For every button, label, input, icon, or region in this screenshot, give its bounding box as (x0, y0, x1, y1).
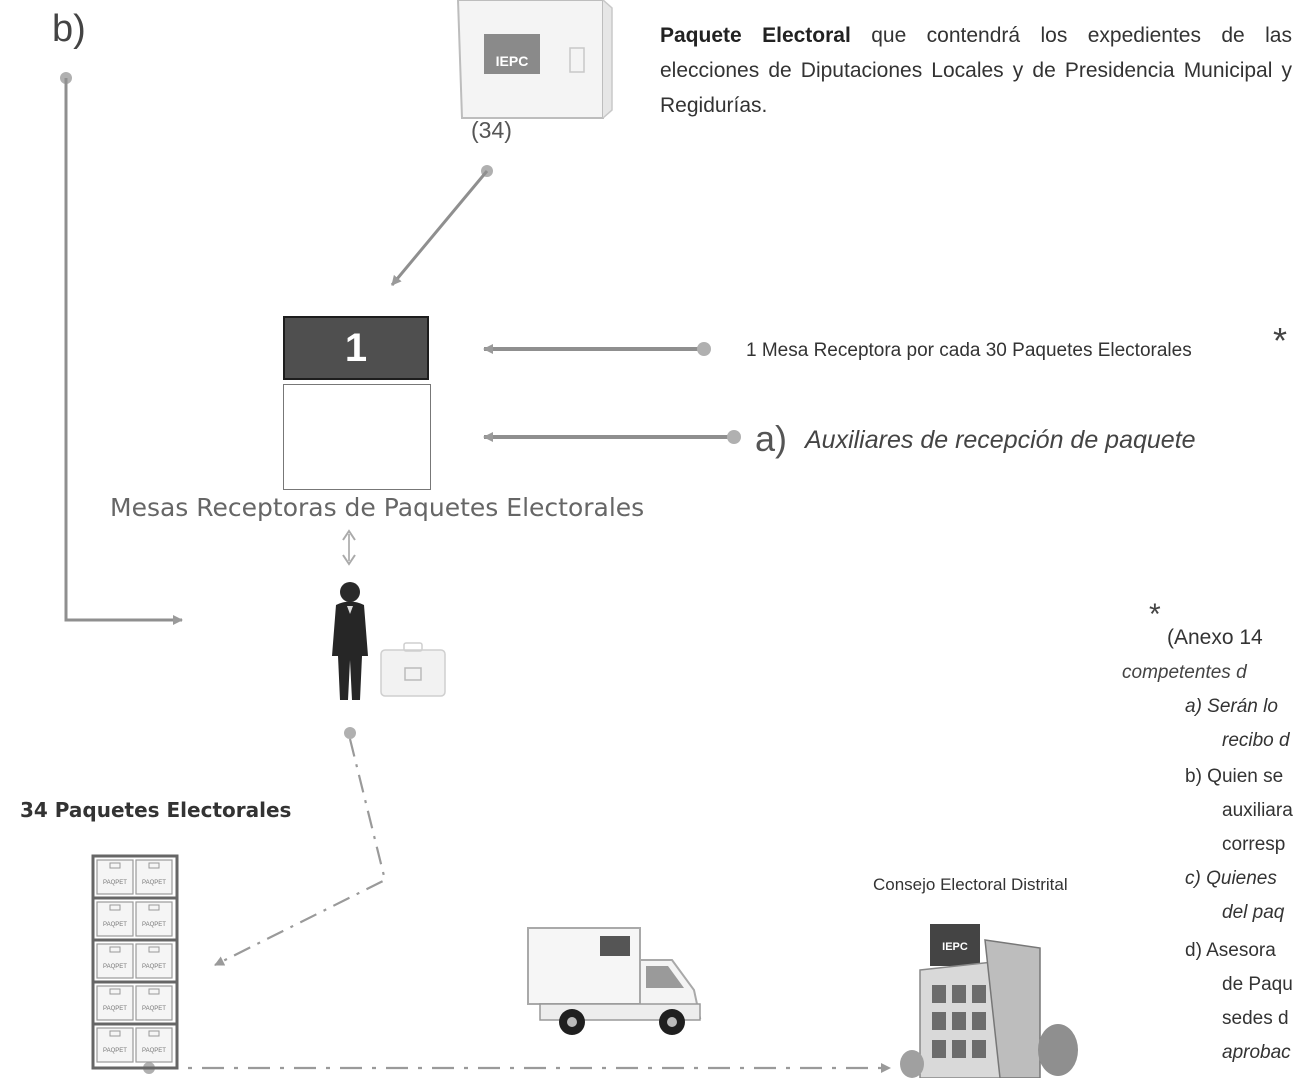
paquete-box-icon: PAQPET (96, 859, 134, 895)
paquete-count-label: (34) (471, 117, 512, 143)
auxiliares-label: Auxiliares de recepción de paquete (805, 426, 1196, 454)
paquete-box-label: PAQPET (142, 1006, 166, 1012)
paquete-box-label: PAQPET (103, 880, 127, 886)
anexo-item-9: sedes d (1222, 1008, 1289, 1029)
paquete-box-icon: PAQPET (135, 1027, 173, 1063)
mesa-person-double-arrow (342, 529, 356, 566)
paquete-box-icon: PAQPET (135, 943, 173, 979)
paquete-box-icon: PAQPET (135, 859, 173, 895)
paquete-box-label: PAQPET (142, 964, 166, 970)
anexo-item-4: corresp (1222, 834, 1286, 855)
paquete-box-icon: PAQPET (96, 985, 134, 1021)
paquetes-boxes: PAQPET PAQPET PAQPET PAQPET PAQPET PAQPET PAQP… (96, 859, 173, 1063)
section-label-b: b) (52, 8, 86, 50)
anexo-item-0: a) Serán lo (1185, 696, 1278, 717)
anexo-item-7: d) Asesora (1185, 940, 1276, 961)
consejo-building-icon: IEPC (900, 924, 1078, 1078)
anexo-item-5: c) Quienes (1185, 868, 1277, 889)
paquete-box-icon: PAQPET (96, 943, 134, 979)
anexo-item-3: auxiliara (1222, 800, 1293, 821)
paquete-electoral-box-icon: IEPC (456, 0, 613, 119)
b-connector-line (60, 72, 183, 625)
aux-prefix: a) (755, 418, 788, 459)
ratio-connector (483, 342, 711, 356)
paquetes-count-label: 34 Paquetes Electorales (20, 798, 292, 822)
mesa-number-box: 1 (283, 316, 429, 380)
paquete-box-label: PAQPET (142, 880, 166, 886)
consejo-logo-text: IEPC (942, 941, 968, 953)
paquete-box-label: PAQPET (103, 1048, 127, 1054)
aux-connector (483, 430, 741, 444)
consejo-electoral-label: Consejo Electoral Distrital (873, 875, 1068, 894)
paquete-box-label: PAQPET (103, 922, 127, 928)
paquete-box-icon: PAQPET (135, 901, 173, 937)
paquete-box-icon: PAQPET (135, 985, 173, 1021)
anexo-item-1: recibo d (1222, 730, 1290, 751)
mesa-people-box (283, 384, 431, 490)
anexo-asterisk: * (1149, 598, 1161, 631)
mesas-receptoras-title: Mesas Receptoras de Paquetes Electorales (110, 493, 645, 522)
paquete-logo-text: IEPC (496, 53, 529, 69)
shelf-to-consejo-connector (143, 1062, 891, 1074)
paquete-electoral-title: Paquete Electoral (660, 24, 851, 47)
anexo-item-10: aprobac (1222, 1042, 1291, 1063)
maletin-icon (380, 642, 446, 697)
paquete-box-icon: PAQPET (96, 1027, 134, 1063)
anexo-item-6: del paq (1222, 902, 1285, 923)
ratio-asterisk: * (1273, 320, 1288, 361)
funcionario-person-icon (332, 582, 368, 700)
anexo-subheading: competentes d (1122, 662, 1247, 683)
paquete-electoral-text: que contendrá los expedientes de las ele… (660, 24, 1292, 117)
anexo-heading: (Anexo 14 (1167, 626, 1263, 649)
paquete-electoral-description: Paquete Electoral que contendrá los expe… (660, 18, 1292, 123)
person-to-shelf-connector (214, 727, 387, 966)
anexo-item-2: b) Quien se (1185, 766, 1284, 787)
paquete-box-icon: PAQPET (96, 901, 134, 937)
camion-icon (527, 927, 702, 1035)
mesa-ratio-label: 1 Mesa Receptora por cada 30 Paquetes El… (746, 340, 1192, 361)
anexo-item-8: de Paqu (1222, 974, 1293, 995)
paquete-box-label: PAQPET (103, 964, 127, 970)
paquete-box-label: PAQPET (142, 1048, 166, 1054)
paquetes-shelf-icon (91, 854, 179, 1070)
paquete-to-mesa-connector (390, 165, 493, 286)
paquete-box-label: PAQPET (142, 922, 166, 928)
paquete-box-label: PAQPET (103, 1006, 127, 1012)
